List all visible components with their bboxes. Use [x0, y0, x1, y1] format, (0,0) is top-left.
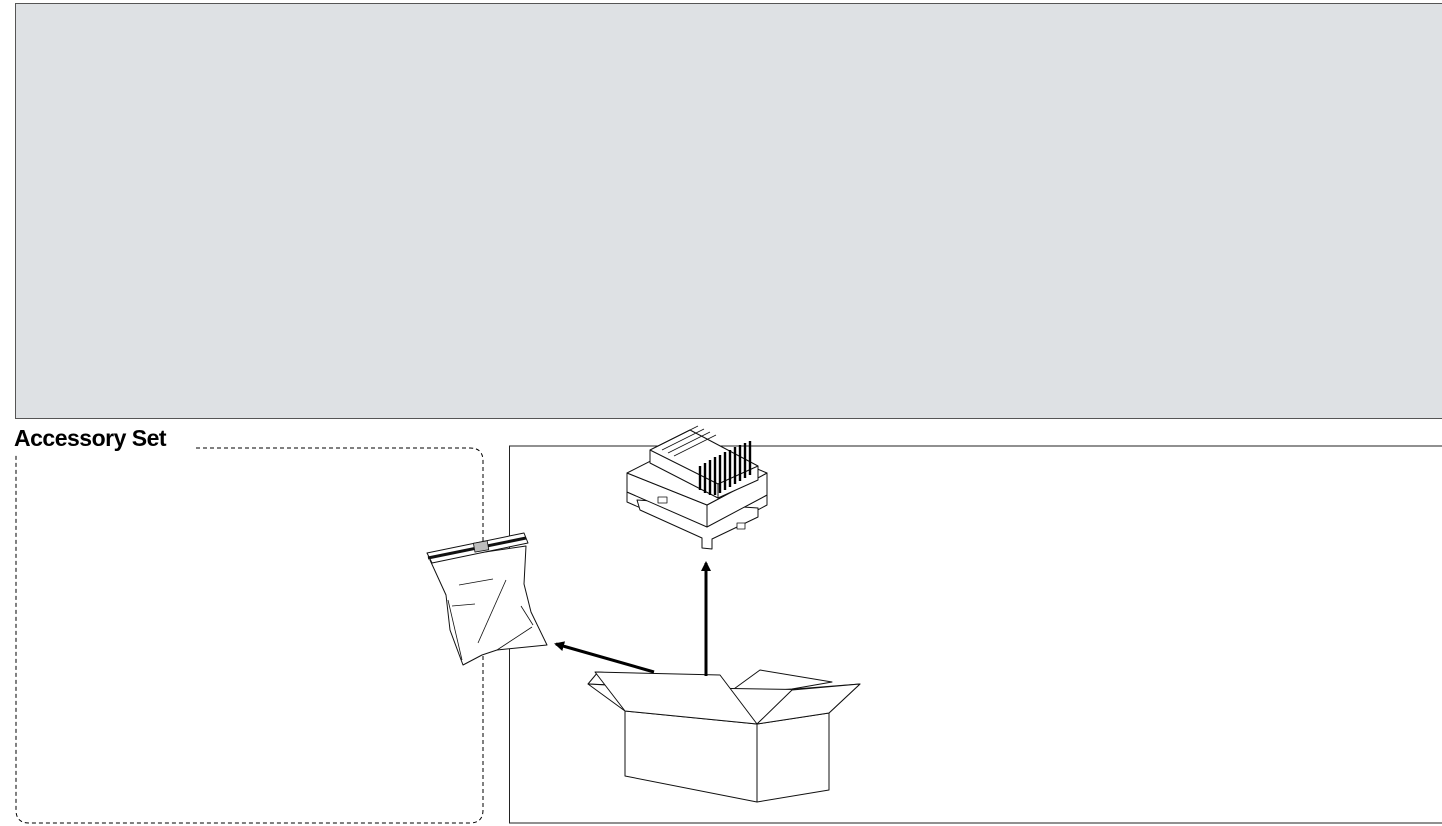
accessory-set-frame [15, 447, 484, 824]
open-box-icon [587, 669, 861, 803]
arrow-box-to-bag [554, 641, 655, 674]
bag-icon [426, 532, 548, 666]
top-panel [15, 3, 1442, 419]
accessory-set-title: Accessory Set [14, 425, 167, 451]
din-rail-module-icon [626, 425, 768, 550]
